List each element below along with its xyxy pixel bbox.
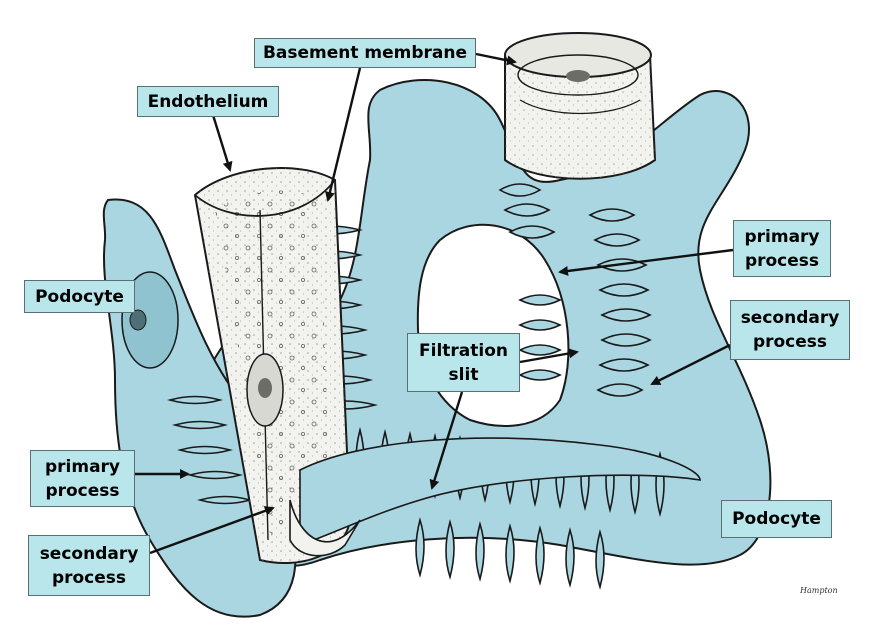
foot-processes-right [498,183,652,397]
arrow-secondary-process-left [149,506,275,555]
label-filtration-slit: Filtration slit [407,333,520,392]
label-basement-membrane-text: Basement membrane [262,43,468,63]
label-endothelium: Endothelium [137,86,279,117]
label-secondary-process-left-line1: secondary [39,543,139,564]
label-podocyte-right: Podocyte [721,500,832,538]
podocyte-left-cell [102,198,297,618]
arrow-filtration-slit-right [519,348,579,364]
label-primary-process-right: primary process [733,220,831,277]
capillary-upper-right [504,32,657,180]
arrow-filtration-slit-down [429,391,464,490]
label-filtration-slit-line1: Filtration [419,340,508,361]
arrow-secondary-process-right [650,343,731,386]
arrow-endothelium [211,114,233,172]
label-secondary-process-right-line2: process [752,332,828,352]
label-secondary-process-left-line2: process [51,567,127,588]
label-podocyte-right-text: Podocyte [732,509,821,529]
label-primary-process-left-line1: primary [44,456,121,477]
label-podocyte-left-text: Podocyte [35,286,124,307]
arrow-basement-membrane-top [475,52,517,66]
label-filtration-slit-line2: slit [448,364,479,385]
callout-arrows [135,52,734,555]
label-primary-process-right-line1: primary [744,226,820,247]
label-primary-process-left-line2: process [45,480,120,501]
arrow-basement-membrane-left [325,67,362,202]
label-podocyte-left: Podocyte [24,280,135,313]
label-endothelium-text: Endothelium [147,91,269,112]
artist-signature: Hampton [800,586,838,595]
label-secondary-process-right: secondary process [730,300,850,360]
label-secondary-process-right-line1: secondary [740,308,840,328]
label-secondary-process-left: secondary process [28,535,150,596]
label-basement-membrane: Basement membrane [254,38,476,68]
arrow-primary-process-right [558,248,734,276]
label-primary-process-left: primary process [30,450,135,507]
label-primary-process-right-line2: process [744,250,820,271]
